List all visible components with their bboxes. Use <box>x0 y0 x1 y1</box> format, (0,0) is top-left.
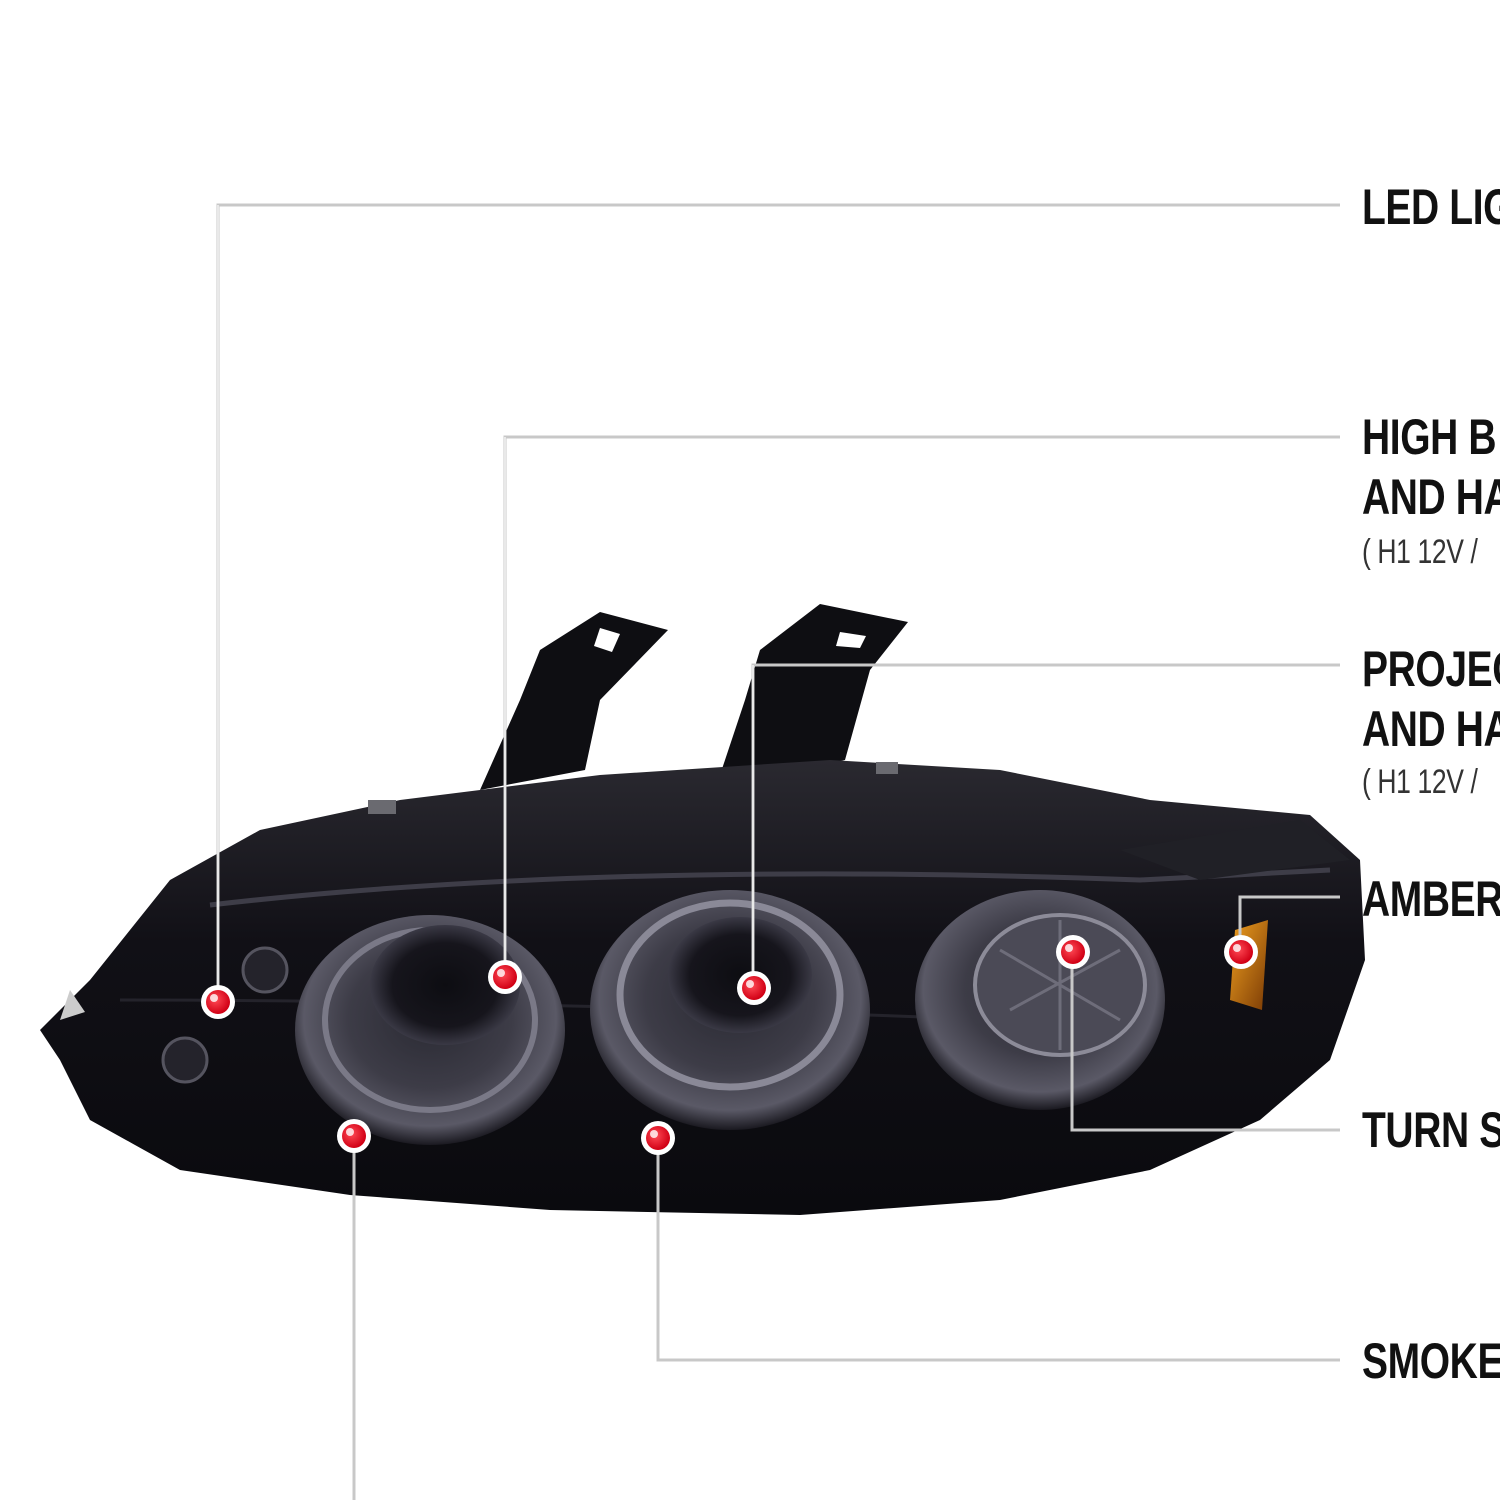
marker-dot <box>641 1121 675 1155</box>
label-projector-bulb: ( H1 12V / <box>1362 763 1478 801</box>
label-smoke: SMOKE <box>1362 1333 1500 1389</box>
leader-turn <box>1070 952 1340 1132</box>
leader-amber <box>1238 895 1340 950</box>
turn-signal-reflector <box>915 890 1165 1110</box>
marker-dot <box>1224 935 1258 969</box>
marker-dot <box>488 960 522 994</box>
marker-dot <box>737 971 771 1005</box>
label-amber: AMBER <box>1362 871 1500 927</box>
mounting-brackets <box>480 604 908 790</box>
leader-smoke <box>656 1138 1340 1362</box>
label-high-beam-line1: HIGH B <box>1362 409 1497 465</box>
label-high-beam-line2: AND HA <box>1362 469 1500 525</box>
marker-dot <box>1056 935 1090 969</box>
led-pods <box>161 946 289 1084</box>
callout-markers <box>201 935 1258 1155</box>
label-turn-signal: TURN S <box>1362 1102 1500 1158</box>
high-beam-projector <box>295 915 565 1145</box>
marker-dot <box>201 985 235 1019</box>
marker-dot <box>337 1119 371 1153</box>
label-projector-line1: PROJEC <box>1362 641 1500 697</box>
label-projector-line2: AND HA <box>1362 701 1500 757</box>
label-high-beam-bulb: ( H1 12V / <box>1362 533 1478 571</box>
low-beam-projector <box>590 890 870 1130</box>
label-led-light: LED LIG <box>1362 179 1500 235</box>
